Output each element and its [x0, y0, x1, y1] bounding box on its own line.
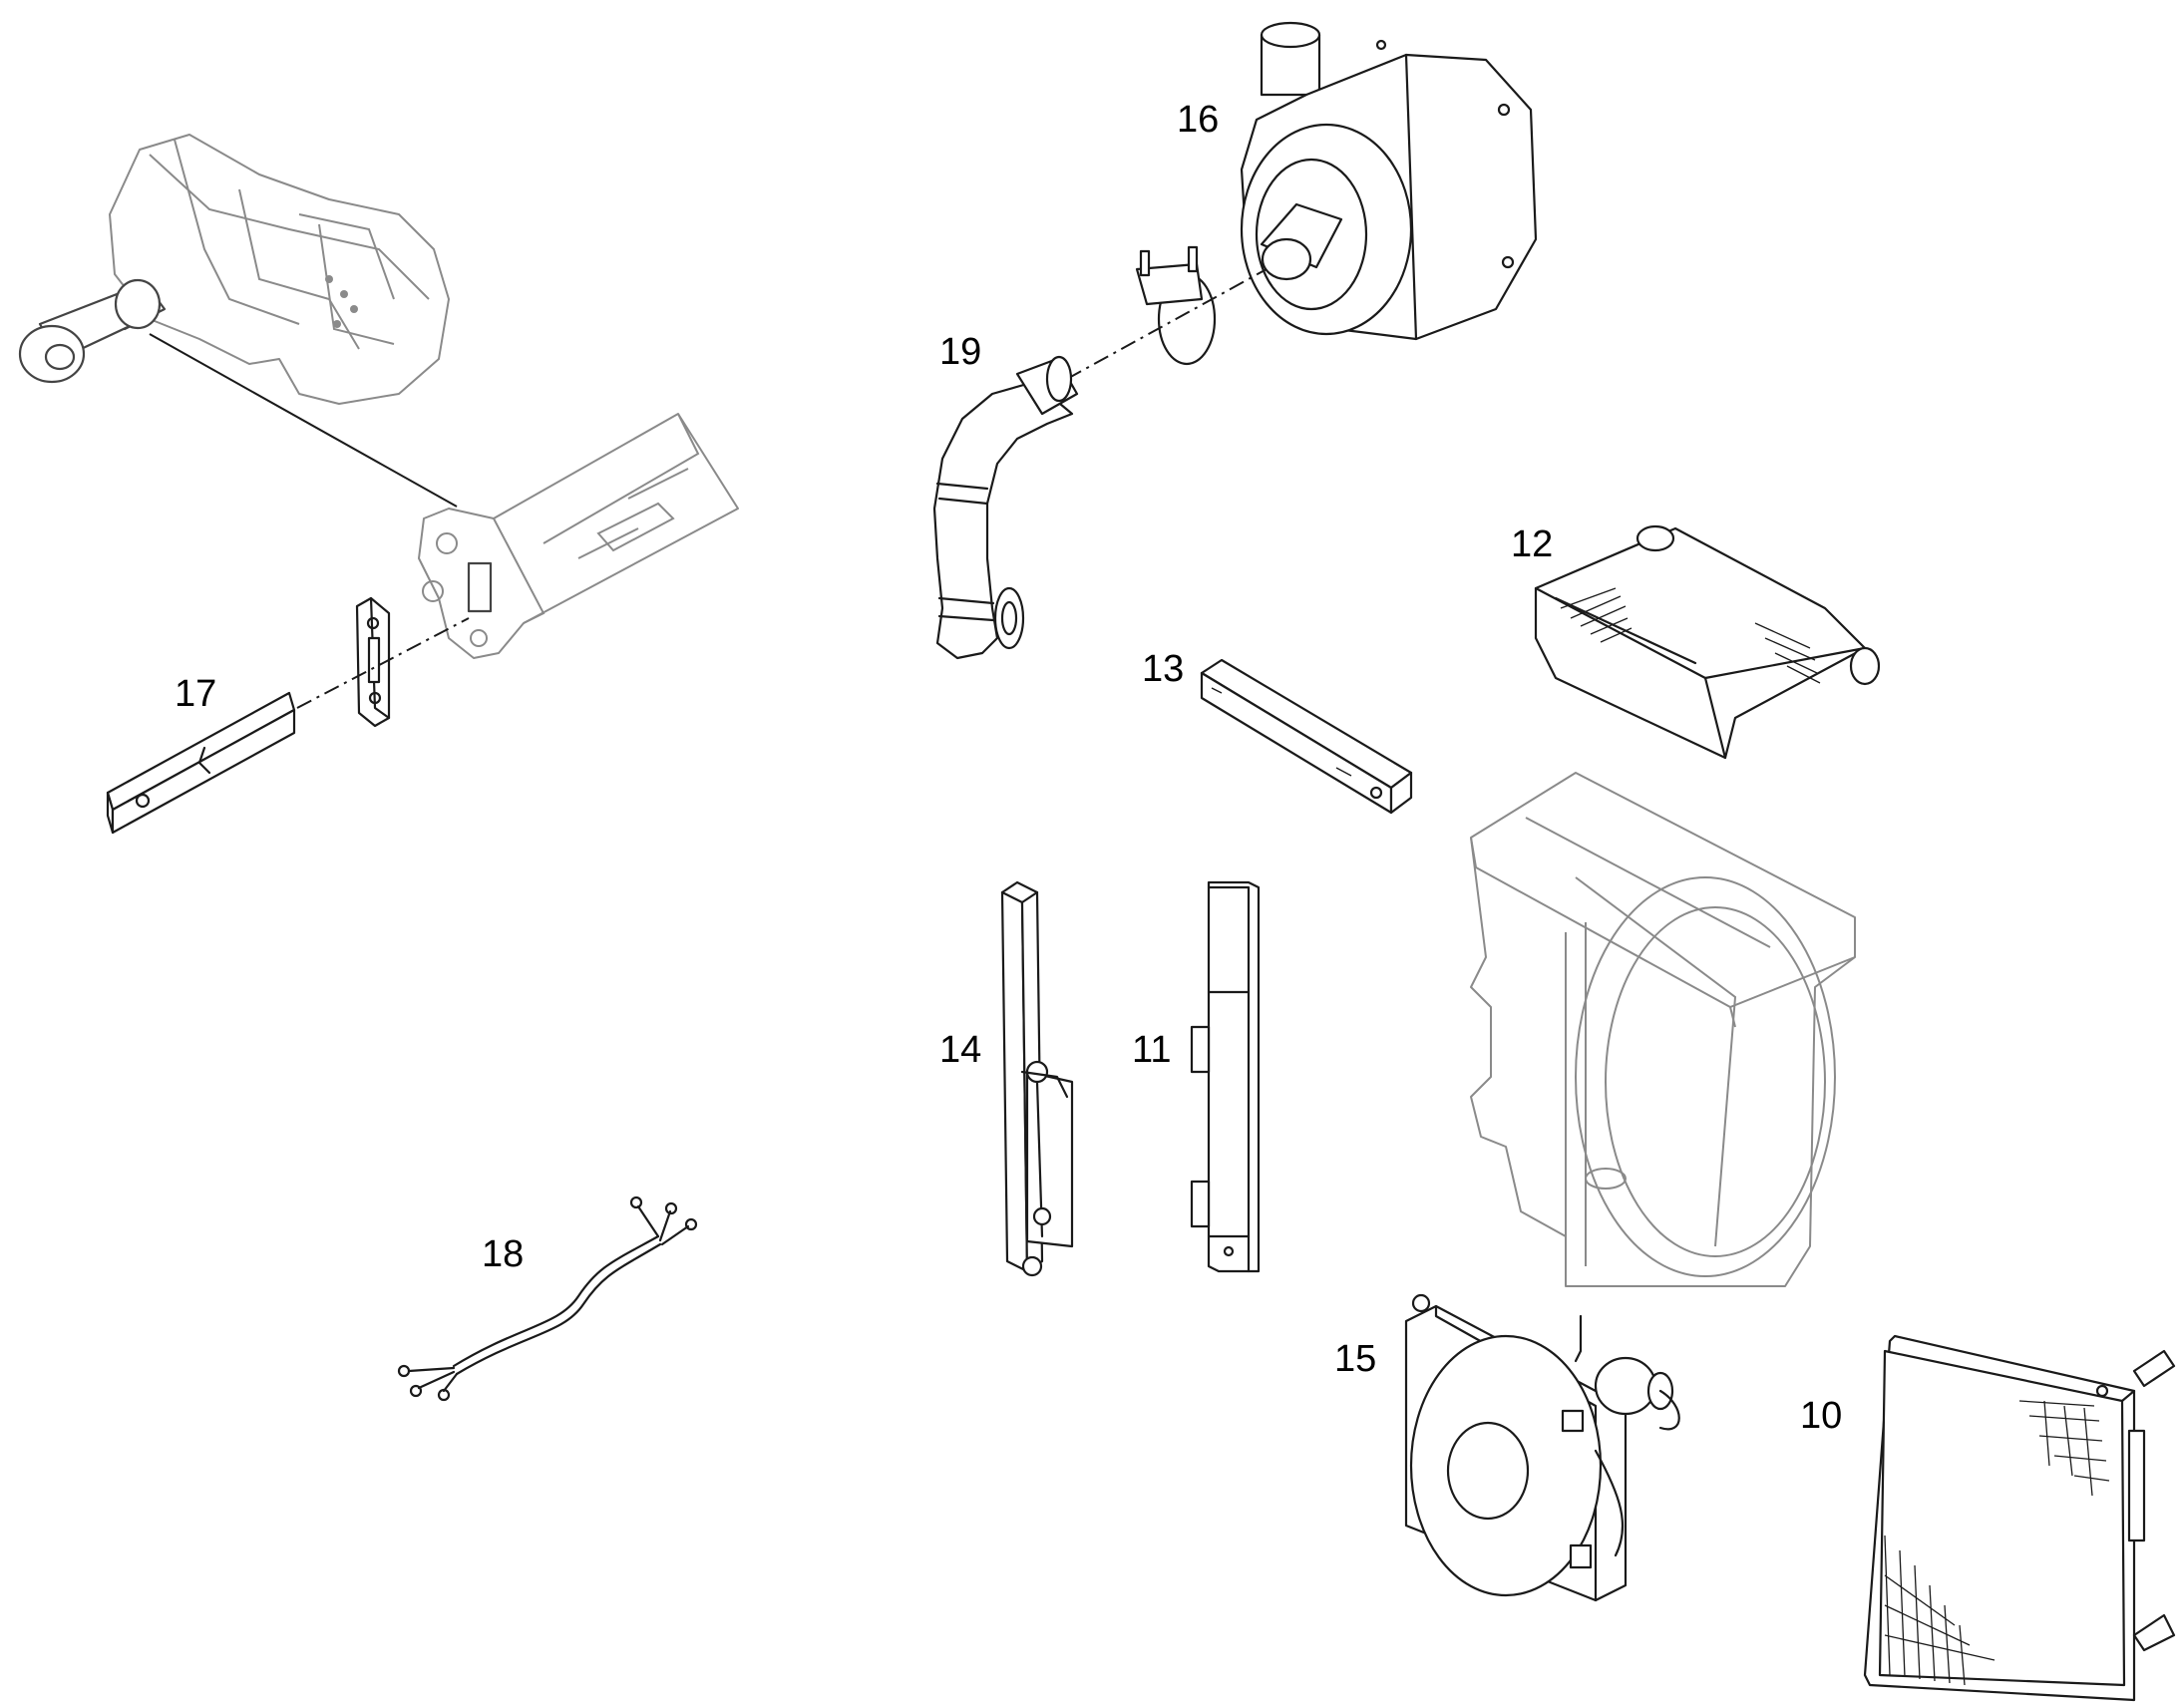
- part-15-fan-cooler: [1404, 1293, 1680, 1602]
- callout-10: 10: [1800, 1395, 1842, 1437]
- part-10-radiator: [1863, 1334, 2176, 1702]
- hose-clamp: [1135, 245, 1217, 366]
- callout-11: 11: [1132, 1029, 1171, 1071]
- callout-17: 17: [175, 673, 216, 715]
- part-16-alignment-line: [1066, 268, 1268, 380]
- callout-labels: 16 19 12 13 17 14 11 18 15 10: [175, 99, 1842, 1437]
- part-16-blower: [1240, 21, 1538, 341]
- callout-14: 14: [939, 1029, 981, 1071]
- part-18-wiring-harness: [397, 1196, 698, 1402]
- radiator-frame-shroud: [1470, 772, 1856, 1287]
- callout-18: 18: [482, 1233, 524, 1275]
- callout-19: 19: [939, 331, 981, 373]
- leader-boom-to-bracket: [149, 333, 458, 508]
- part-11-panel-cooler: [1190, 880, 1261, 1273]
- boom-frame-assembly: [18, 134, 450, 405]
- callout-12: 12: [1511, 523, 1553, 565]
- callout-15: 15: [1334, 1338, 1376, 1380]
- part-17-alignment-line: [296, 617, 470, 709]
- mounting-bracket: [418, 413, 739, 659]
- part-14-side-cooler: [1000, 880, 1074, 1277]
- part-13-bar-cooler: [1200, 658, 1413, 815]
- callout-13: 13: [1142, 648, 1184, 690]
- part-19-elbow-hose: [932, 355, 1079, 660]
- callout-16: 16: [1177, 99, 1219, 141]
- part-12-heat-exchanger: [1534, 524, 1881, 760]
- part-17-wear-pad: [106, 596, 391, 835]
